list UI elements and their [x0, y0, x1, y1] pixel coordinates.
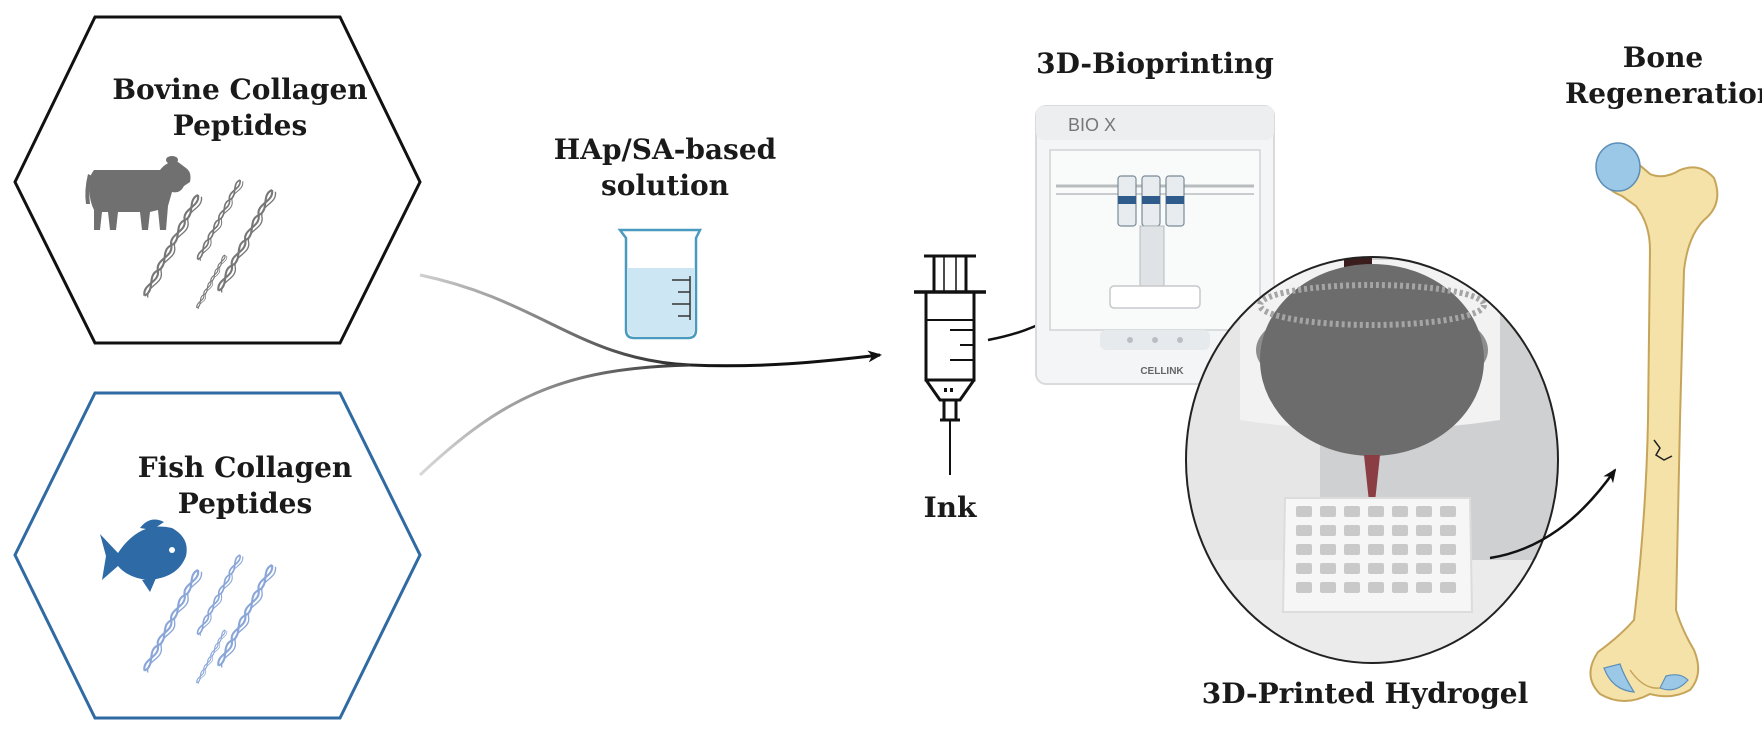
- solution-label-line2: solution: [600, 169, 730, 202]
- printer-maker: CELLINK: [1140, 366, 1184, 377]
- flow-curve-bovine: [419, 273, 882, 368]
- bovine-hexagon: [13, 15, 422, 345]
- cow-icon: [85, 156, 191, 230]
- ink-label: Ink: [923, 491, 977, 524]
- fish-label-line2: Peptides: [177, 487, 313, 520]
- syringe-icon: [914, 254, 986, 475]
- bovine-label: Bovine Collagen Peptides: [110, 72, 370, 144]
- hydrogel-label: 3D-Printed Hydrogel: [1201, 677, 1529, 710]
- solution-label-line1: HAp/SA-based: [553, 133, 777, 166]
- solution-label: HAp/SA-based solution: [540, 132, 790, 204]
- arrow-to-bone: [1489, 468, 1617, 560]
- bovine-label-line2: Peptides: [172, 109, 308, 142]
- fish-icon: [100, 519, 187, 592]
- bone-label-line1: Bone: [1622, 41, 1704, 74]
- beaker-icon: [617, 228, 703, 340]
- printer-brand: BIO X: [1068, 115, 1116, 135]
- femur-bone-icon: [1589, 142, 1719, 702]
- bone-label: Bone Regeneration: [1565, 40, 1762, 112]
- fish-label-line1: Fish Collagen: [137, 451, 353, 484]
- bovine-label-line1: Bovine Collagen: [112, 73, 368, 106]
- bioprinting-label: 3D-Bioprinting: [1036, 47, 1274, 80]
- bone-label-line2: Regeneration: [1565, 77, 1762, 110]
- hydrogel-photo: [1185, 256, 1559, 664]
- fish-label: Fish Collagen Peptides: [120, 450, 370, 522]
- fish-hexagon: [13, 391, 422, 720]
- flow-curve-fish: [418, 363, 691, 477]
- bioprinter-image: BIO X CELLINK: [1035, 105, 1275, 385]
